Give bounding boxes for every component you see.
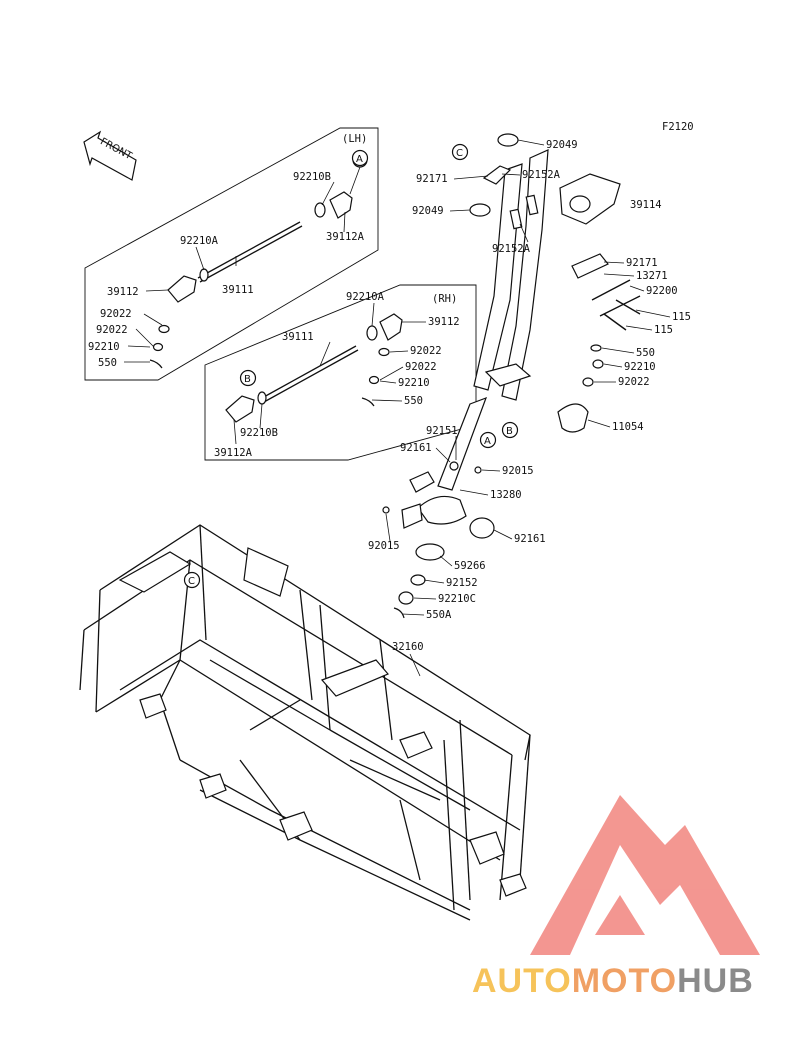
ref-marker: C bbox=[456, 148, 463, 159]
lh-tie-rod-box: (LH) 92210B 39112A 92210A 39111 39112 92… bbox=[84, 127, 379, 381]
steering-part-label: 59266 bbox=[454, 560, 486, 572]
steering-part-label: 115 bbox=[654, 324, 673, 336]
steering-part-label: 92015 bbox=[368, 540, 400, 552]
rh-part-label: 92210 bbox=[398, 377, 430, 389]
steering-part-label: 92161 bbox=[400, 442, 432, 454]
rh-part-label: 92210B bbox=[240, 427, 278, 439]
steering-part-label: 92161 bbox=[514, 533, 546, 545]
rh-part-label: 39112 bbox=[428, 316, 460, 328]
steering-part-label: 92152 bbox=[446, 577, 478, 589]
steering-part-label: 92022 bbox=[618, 376, 650, 388]
rh-part-label: 92022 bbox=[405, 361, 437, 373]
rh-part-label: 92022 bbox=[410, 345, 442, 357]
lh-part-label: 550 bbox=[98, 357, 117, 369]
ref-marker: B bbox=[506, 426, 513, 437]
rh-part-label: 92210A bbox=[346, 291, 385, 303]
automotohub-logo bbox=[530, 795, 760, 955]
ref-marker: A bbox=[356, 154, 363, 165]
ref-marker: C bbox=[188, 576, 195, 587]
lh-part-label: 92210 bbox=[88, 341, 120, 353]
steering-part-label: 39114 bbox=[630, 199, 662, 211]
watermark-text: AUTOMOTOHUB bbox=[472, 962, 754, 1001]
ref-marker: B bbox=[244, 374, 251, 385]
lh-part-label: 39111 bbox=[222, 284, 254, 296]
steering-part-label: 92015 bbox=[502, 465, 534, 477]
ref-marker: A bbox=[484, 436, 491, 447]
rh-part-label: 39111 bbox=[282, 331, 314, 343]
steering-part-label: 92171 bbox=[416, 173, 448, 185]
steering-part-label: 115 bbox=[672, 311, 691, 323]
steering-part-label: 550 bbox=[636, 347, 655, 359]
figure-code: F2120 bbox=[662, 121, 694, 133]
front-arrow-icon: FRONT bbox=[83, 130, 137, 181]
rh-box-title: (RH) bbox=[432, 293, 457, 305]
steering-assembly: 92049 92171 92152A 92049 92152A 39114 92… bbox=[368, 133, 691, 621]
lh-part-label: 92210A bbox=[180, 235, 219, 247]
frame-part-label: 32160 bbox=[392, 641, 424, 653]
steering-part-label: 92151 bbox=[426, 425, 458, 437]
frame-assembly: 32160 C bbox=[79, 524, 531, 921]
lh-part-label: 92022 bbox=[96, 324, 128, 336]
steering-part-label: 92210 bbox=[624, 361, 656, 373]
steering-part-label: 92171 bbox=[626, 257, 658, 269]
watermark-word: HUB bbox=[677, 962, 754, 1000]
steering-part-label: 92210C bbox=[438, 593, 476, 605]
steering-part-label: 92200 bbox=[646, 285, 678, 297]
steering-part-label: 550A bbox=[426, 609, 452, 621]
lh-box-title: (LH) bbox=[342, 133, 367, 145]
steering-part-label: 11054 bbox=[612, 421, 644, 433]
steering-part-label: 92049 bbox=[412, 205, 444, 217]
steering-part-label: 13280 bbox=[490, 489, 522, 501]
steering-part-label: 92049 bbox=[546, 139, 578, 151]
lh-part-label: 92022 bbox=[100, 308, 132, 320]
lh-part-label: 92210B bbox=[293, 171, 331, 183]
watermark-word: AUTO bbox=[472, 962, 572, 1000]
lh-part-label: 39112 bbox=[107, 286, 139, 298]
lh-part-label: 39112A bbox=[326, 231, 365, 243]
steering-part-label: 13271 bbox=[636, 270, 668, 282]
rh-part-label: 550 bbox=[404, 395, 423, 407]
steering-part-label: 92152A bbox=[522, 169, 561, 181]
steering-part-label: 92152A bbox=[492, 243, 531, 255]
watermark-word: MOTO bbox=[571, 962, 678, 1000]
rh-part-label: 39112A bbox=[214, 447, 253, 459]
